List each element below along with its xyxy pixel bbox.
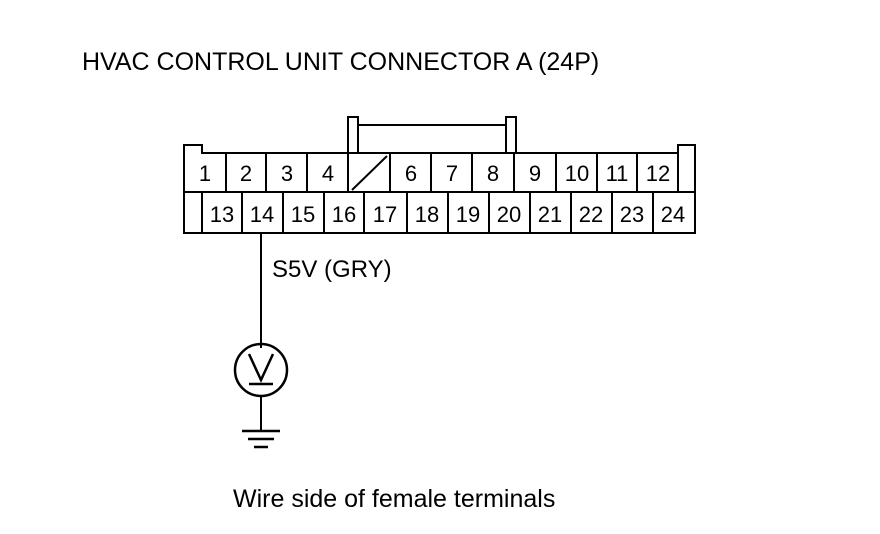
terminal-label-probed: 14 <box>250 202 274 227</box>
terminal-row-top: 1 2 3 4 6 7 8 9 10 11 12 <box>199 161 670 186</box>
terminal-label: 20 <box>497 202 521 227</box>
diagram-title: HVAC CONTROL UNIT CONNECTOR A (24P) <box>82 48 599 76</box>
terminal-label: 9 <box>529 161 541 186</box>
ground-icon <box>242 429 280 449</box>
terminal-label: 23 <box>620 202 644 227</box>
terminal-label: 13 <box>210 202 234 227</box>
terminal-label: 6 <box>405 161 417 186</box>
terminal-label: 24 <box>661 202 685 227</box>
terminal-label: 3 <box>281 161 293 186</box>
diagram-caption: Wire side of female terminals <box>233 485 555 513</box>
terminal-label: 1 <box>199 161 211 186</box>
connector-lock-tab <box>347 116 517 153</box>
terminal-label: 7 <box>446 161 458 186</box>
empty-cavity-mark <box>351 155 388 191</box>
terminal-label: 8 <box>487 161 499 186</box>
terminal-label: 2 <box>240 161 252 186</box>
terminal-label: 21 <box>538 202 562 227</box>
wire-label: S5V (GRY) <box>272 256 392 283</box>
voltmeter-icon <box>233 342 289 398</box>
terminal-label: 17 <box>373 202 397 227</box>
terminal-label: 11 <box>606 161 629 186</box>
terminal-label: 22 <box>579 202 603 227</box>
terminal-label: 16 <box>332 202 356 227</box>
terminal-label: 12 <box>646 161 670 186</box>
terminal-label: 15 <box>291 202 315 227</box>
terminal-label: 10 <box>565 161 589 186</box>
terminal-label: 18 <box>415 202 439 227</box>
terminal-label: 4 <box>322 161 334 186</box>
connector-body <box>183 116 696 234</box>
terminal-row-bottom: 13 14 15 16 17 18 19 20 21 22 23 24 <box>210 202 685 227</box>
terminal-label: 19 <box>456 202 480 227</box>
